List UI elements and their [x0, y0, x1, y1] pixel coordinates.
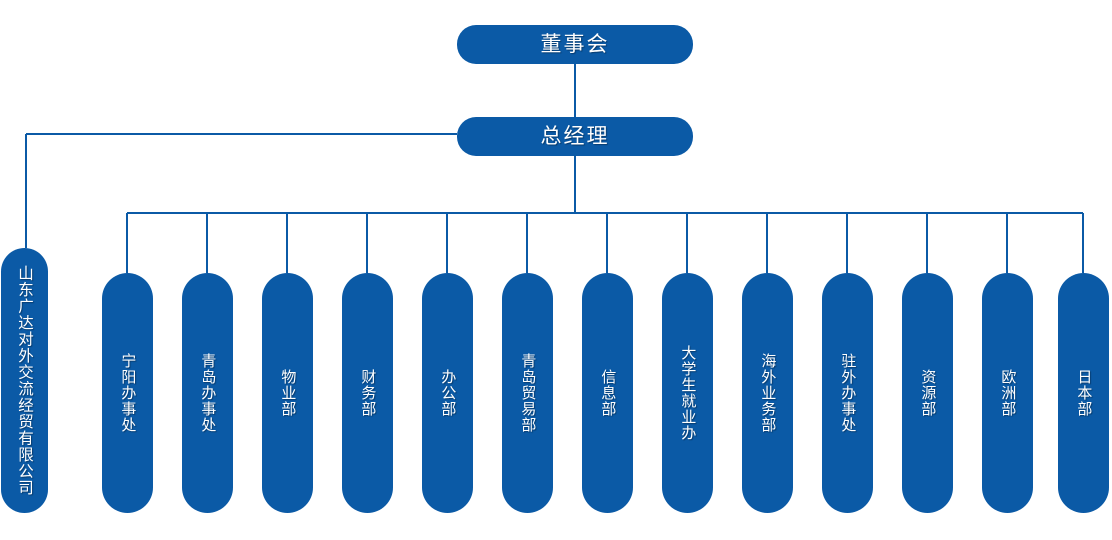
node-label-board-of-directors: 董事会 [540, 32, 610, 56]
node-label-department: 物业部 [279, 369, 298, 417]
node-label-department: 日本部 [1075, 369, 1094, 417]
node-label-department: 驻外办事处 [839, 353, 858, 433]
node-department-ningyang-office[interactable]: 宁阳办事处 [102, 273, 153, 513]
node-department-qingdao-trade[interactable]: 青岛贸易部 [502, 273, 553, 513]
node-department-overseas-business[interactable]: 海外业务部 [742, 273, 793, 513]
node-label-department: 青岛贸易部 [519, 353, 538, 433]
node-label-department: 海外业务部 [759, 353, 778, 433]
node-label-department: 大学生就业办 [679, 345, 698, 441]
node-company[interactable]: 山东广达对外交流经贸有限公司 [1, 248, 48, 513]
node-label-department: 青岛办事处 [199, 353, 218, 433]
node-board-of-directors[interactable]: 董事会 [457, 25, 693, 64]
node-department-student-employment[interactable]: 大学生就业办 [662, 273, 713, 513]
node-general-manager[interactable]: 总经理 [457, 117, 693, 156]
node-department-property[interactable]: 物业部 [262, 273, 313, 513]
node-department-europe[interactable]: 欧洲部 [982, 273, 1033, 513]
node-label-department: 欧洲部 [999, 369, 1018, 417]
node-label-general-manager: 总经理 [540, 124, 610, 148]
node-department-finance[interactable]: 财务部 [342, 273, 393, 513]
node-label-department: 办公部 [439, 369, 458, 417]
node-department-resources[interactable]: 资源部 [902, 273, 953, 513]
node-department-qingdao-office[interactable]: 青岛办事处 [182, 273, 233, 513]
node-label-department: 资源部 [919, 369, 938, 417]
node-label-company: 山东广达对外交流经贸有限公司 [15, 265, 34, 496]
node-label-department: 信息部 [599, 369, 618, 417]
node-label-department: 财务部 [359, 369, 378, 417]
node-label-department: 宁阳办事处 [119, 353, 138, 433]
node-department-resident-office[interactable]: 驻外办事处 [822, 273, 873, 513]
node-department-information[interactable]: 信息部 [582, 273, 633, 513]
node-department-administration[interactable]: 办公部 [422, 273, 473, 513]
node-department-japan[interactable]: 日本部 [1058, 273, 1109, 513]
